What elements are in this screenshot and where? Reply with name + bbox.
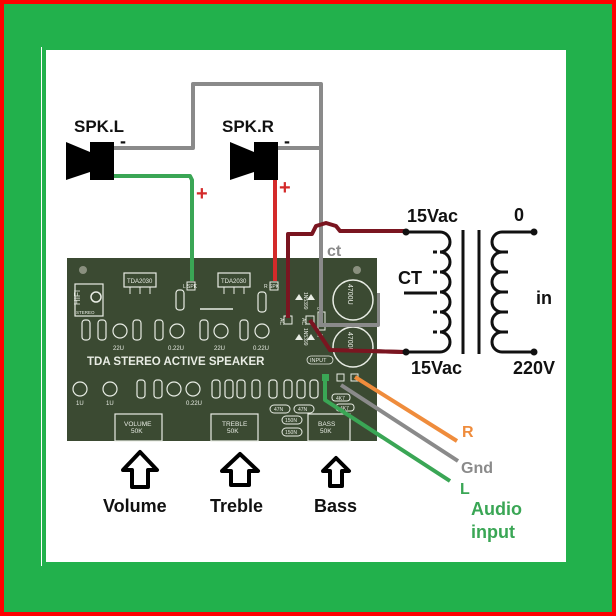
cap-label: 22U bbox=[214, 346, 225, 352]
left-speaker-icon bbox=[66, 142, 114, 180]
resistors-row1 bbox=[81, 289, 267, 341]
ct-wire-overlay bbox=[319, 258, 378, 327]
ic-left-label: TDA2030 bbox=[127, 279, 153, 285]
pot-volume: VOLUME 50K bbox=[114, 413, 163, 442]
treble-arrow-icon bbox=[220, 452, 260, 487]
audio-r-wire bbox=[353, 375, 459, 443]
cap-label: 22U bbox=[113, 346, 124, 352]
caps-row2 bbox=[72, 381, 201, 397]
left-speaker-plus: + bbox=[196, 183, 208, 205]
diode-label: 1N5399 bbox=[302, 328, 308, 346]
left-speaker-minus: - bbox=[120, 131, 126, 151]
filter-cap-label: 4700U bbox=[346, 332, 353, 353]
right-speaker-label: SPK.R bbox=[222, 117, 274, 136]
ac-wire-top bbox=[286, 221, 404, 318]
volume-label: Volume bbox=[103, 496, 167, 516]
transformer-terminals bbox=[402, 228, 538, 356]
bass-arrow-icon bbox=[321, 456, 351, 488]
cap-label: 0.22U bbox=[168, 346, 184, 352]
pot-treble: TREBLE 50K bbox=[210, 413, 259, 442]
logo-text-top: HIFI bbox=[73, 290, 82, 305]
input-pad-l bbox=[322, 374, 329, 381]
pot-volume-name: VOLUME bbox=[124, 421, 152, 428]
diode-label: 1N5399 bbox=[302, 292, 308, 310]
pcb-board: HIFI STEREO TDA2030 TDA2030 L SPK R SPK bbox=[67, 258, 377, 442]
cap-label: 1U bbox=[106, 401, 114, 407]
part-label: 47N bbox=[298, 407, 308, 413]
logo-text-bottom: STEREO bbox=[76, 310, 95, 315]
pot-treble-name: TREBLE bbox=[222, 421, 248, 428]
input-pad-gnd bbox=[336, 373, 345, 382]
caps-row1 bbox=[112, 323, 270, 339]
pot-bass: BASS 50K bbox=[307, 413, 351, 442]
part-label: 4K7 bbox=[336, 396, 345, 402]
input-label: INPUT bbox=[310, 358, 327, 364]
resistors-row2 bbox=[136, 379, 319, 399]
l-spk-pad bbox=[186, 281, 196, 291]
ic-right-label: TDA2030 bbox=[221, 279, 247, 285]
hifi-stereo-logo: HIFI STEREO bbox=[73, 283, 104, 317]
volume-arrow-icon bbox=[121, 450, 159, 489]
cap-label: 0.22U bbox=[186, 401, 202, 407]
audio-input-title-line2: input bbox=[471, 522, 515, 542]
ac-wire-bottom-overlay bbox=[308, 318, 405, 354]
filter-cap-label: 4700U bbox=[346, 284, 353, 305]
pot-volume-value: 50K bbox=[131, 428, 143, 435]
bridge-diodes bbox=[295, 294, 315, 340]
part-label: 4K7 bbox=[340, 406, 349, 412]
audio-gnd-wire bbox=[339, 383, 460, 463]
ic-right: TDA2030 bbox=[217, 272, 251, 294]
left-speaker-wire bbox=[112, 174, 194, 281]
audio-input-title-line1: Audio bbox=[471, 499, 522, 519]
ac-pad-label: AC bbox=[278, 318, 284, 325]
audio-gnd-label: Gnd bbox=[461, 460, 493, 477]
right-speaker-plus: + bbox=[279, 177, 291, 199]
audio-r-label: R bbox=[462, 424, 474, 441]
r-spk-pad-label: R SPK bbox=[264, 284, 280, 290]
ac-pad-label: AC bbox=[300, 318, 306, 325]
pcb-title: TDA STEREO ACTIVE SPEAKER bbox=[87, 356, 265, 368]
treble-label: Treble bbox=[210, 496, 263, 516]
small-caps bbox=[269, 393, 355, 437]
center-tap-label: CT bbox=[398, 268, 422, 288]
secondary-bottom-label: 15Vac bbox=[411, 358, 462, 378]
primary-bottom-label: 220V bbox=[513, 358, 555, 378]
ic-left: TDA2030 bbox=[123, 272, 157, 294]
pot-bass-name: BASS bbox=[318, 421, 336, 428]
cap-label: 0.22U bbox=[253, 346, 269, 352]
part-label: 150N bbox=[285, 430, 297, 436]
ct-wire-label: ct bbox=[327, 243, 342, 260]
left-speaker-label: SPK.L bbox=[74, 117, 124, 136]
input-label-box bbox=[306, 355, 334, 365]
part-label: 47N bbox=[274, 407, 284, 413]
transformer-icon bbox=[404, 230, 534, 354]
l-spk-pad-label: L SPK bbox=[183, 284, 198, 290]
pot-treble-value: 50K bbox=[227, 428, 239, 435]
r-spk-pad bbox=[269, 281, 279, 291]
audio-l-label: L bbox=[460, 481, 470, 498]
ac-pad-2 bbox=[305, 315, 315, 325]
right-speaker-minus: - bbox=[284, 131, 290, 151]
audio-l-wire bbox=[323, 380, 452, 483]
primary-in-label: in bbox=[536, 288, 552, 308]
bass-label: Bass bbox=[314, 496, 357, 516]
pot-bass-value: 50K bbox=[320, 428, 332, 435]
cap-label: 1U bbox=[76, 401, 84, 407]
frame-divider-line bbox=[41, 47, 42, 566]
right-speaker-icon bbox=[230, 142, 278, 180]
primary-top-label: 0 bbox=[514, 205, 524, 225]
secondary-top-label: 15Vac bbox=[407, 206, 458, 226]
part-label: 150N bbox=[285, 418, 297, 424]
